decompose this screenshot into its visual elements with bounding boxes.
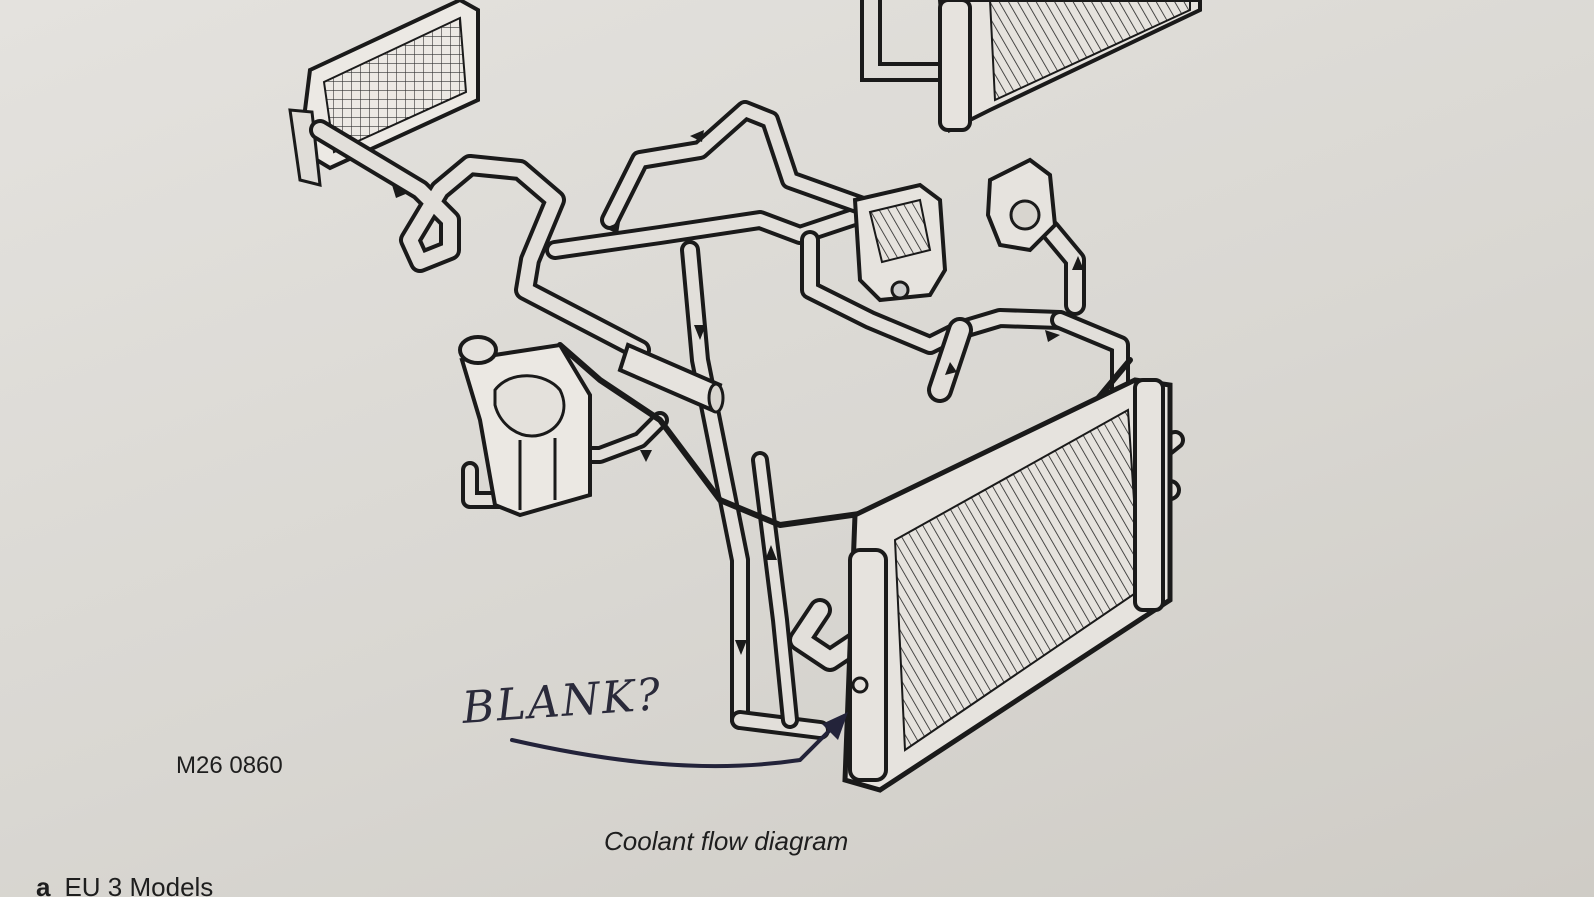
radiator-upper [860, 0, 1202, 134]
coolant-heater-valve [617, 342, 725, 414]
figure-caption: Coolant flow diagram [604, 826, 849, 856]
flow-arrows [392, 130, 1105, 655]
handdrawn-arrow [510, 712, 848, 769]
water-pump [985, 157, 1058, 253]
footnote-text: EU 3 Models [64, 872, 214, 897]
expansion-tank [458, 335, 592, 518]
footnote-letter: a [36, 872, 51, 897]
footnote: a EU 3 Models [36, 872, 213, 897]
heater-matrix [288, 0, 480, 187]
thermostat-housing [852, 182, 948, 303]
figure-reference: M26 0860 [176, 752, 283, 779]
radiator-main [842, 377, 1173, 793]
